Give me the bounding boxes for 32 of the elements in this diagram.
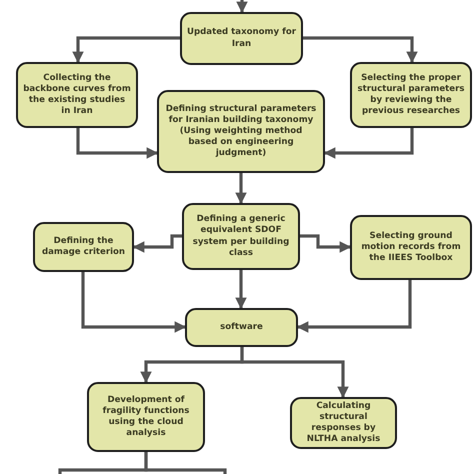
box-label: Defining structural parameters for Iranian building taxonomy (Using weighting method based on engineering judgment) <box>164 104 318 160</box>
process-box <box>290 397 397 449</box>
arrow <box>296 280 412 333</box>
process-box <box>157 90 325 173</box>
process-box <box>180 12 303 65</box>
arrow <box>235 270 247 310</box>
box-label: Development of fragility functions using the cloud analysis <box>102 394 190 440</box>
process-box <box>182 203 300 270</box>
box-label: Collecting the backbone curves from the existing studies in Iran <box>23 72 131 118</box>
box-label: Defining the damage criterion <box>40 236 126 258</box>
arrow <box>76 128 158 159</box>
arrow <box>324 128 414 159</box>
process-box <box>185 308 298 347</box>
arrow <box>300 234 352 253</box>
arrow <box>303 36 418 64</box>
process-box <box>350 62 472 128</box>
box-label: software <box>220 322 263 334</box>
arrow <box>235 173 247 204</box>
box-label: Selecting ground motion records from the IIEES Toolbox <box>360 230 462 264</box>
process-box <box>350 215 472 280</box>
box-label: Defining a generic equivalent SDOF system per building class <box>192 214 290 259</box>
process-box <box>87 382 205 452</box>
arrow <box>81 272 186 333</box>
process-box <box>16 62 138 128</box>
arrow <box>72 36 180 64</box>
process-box <box>33 222 134 272</box>
arrow <box>236 0 248 14</box>
box-label: Calculating structural responses by NLTHA analysis <box>306 400 382 446</box>
arrow <box>240 347 349 398</box>
box-label: Updated taxonomy for Iran <box>187 27 296 50</box>
arrow <box>132 234 182 253</box>
box-label: Selecting the proper structural parameters by reviewing the previous researches <box>357 72 465 118</box>
